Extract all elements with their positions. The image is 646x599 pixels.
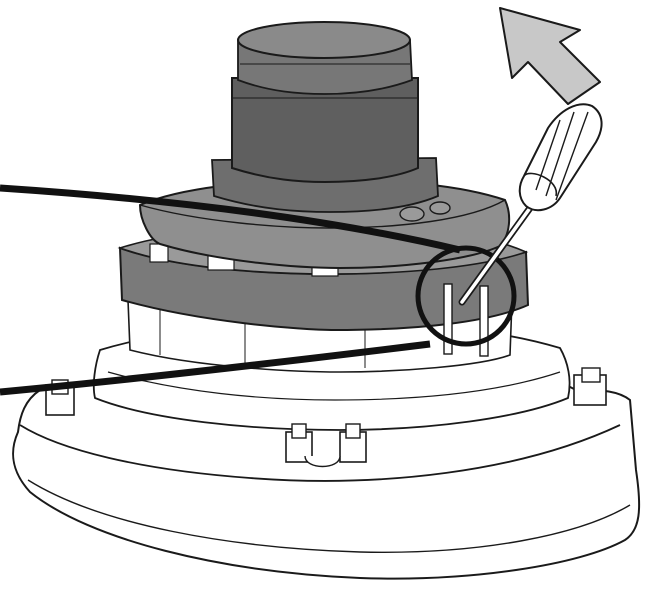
ring-slot [149,243,169,263]
screw-head [429,201,451,215]
dome-ring-inner [107,371,561,401]
screw-head [399,206,425,222]
mounting-base [12,299,641,580]
lift-arrow-icon [499,7,601,105]
cable-upper [0,184,461,254]
lens-top [237,21,411,59]
base-clip-right [573,367,607,406]
screwdriver-icon [458,103,603,306]
base-top-rim [19,424,621,482]
cable-lower [0,340,431,396]
camera-housing [138,21,511,270]
base-lower-edge [27,479,631,553]
release-tab-leg [443,283,453,355]
base-bump [304,455,341,468]
screwdriver-handle [518,103,603,212]
release-tab-leg [479,285,489,357]
housing-flange-top [139,199,506,229]
base-clip-center-right [339,423,367,463]
callout-circle [415,245,517,347]
lens-barrel-main [231,77,419,184]
